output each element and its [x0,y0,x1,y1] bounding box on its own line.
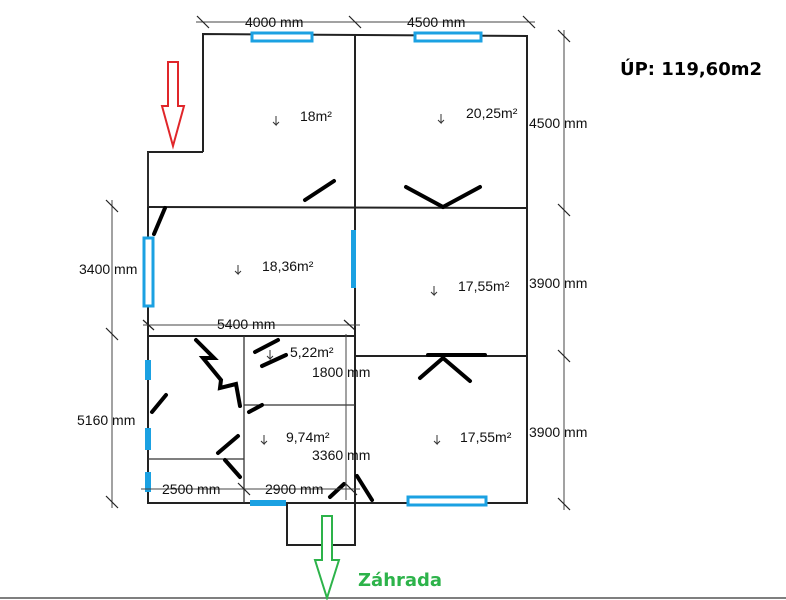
doors [150,179,487,502]
dim-left-bottom: 5160 mm [77,412,135,428]
dim-right-middle: 3900 mm [529,275,587,291]
dim-top-left: 4000 mm [245,14,303,30]
window-middle-wall [351,230,356,288]
dim-right-top: 4500 mm [529,115,587,131]
window-bottom-small [250,500,286,506]
garden-label: Záhrada [358,570,442,591]
room-markers [234,114,445,446]
dim-top-right: 4500 mm [407,14,465,30]
window-top-right [413,31,483,43]
dim-bath-height: 3360 mm [312,447,370,463]
dim-small-room-height: 1800 mm [312,364,370,380]
room-area-7: 17,55m² [460,429,512,445]
window-bottom-right [406,495,488,507]
window-left-small-2 [145,428,151,450]
window-left-small-3 [145,472,151,492]
walls [0,32,786,599]
dim-bottom-middle: 2900 mm [265,481,323,497]
dim-right-bottom: 3900 mm [529,424,587,440]
room-area-6: 9,74m² [286,429,330,445]
room-area-2: 20,25m² [466,105,518,121]
dimension-lines [105,15,571,511]
windows [142,31,488,507]
dim-left-middle: 3400 mm [79,261,137,277]
room-area-5: 5,22m² [290,344,334,360]
garden-arrow-icon [313,515,341,600]
window-left-small-1 [145,360,151,380]
staircase [194,338,242,408]
room-area-4: 17,55m² [458,278,510,294]
total-area: ÚP: 119,60m2 [620,58,762,80]
room-area-1: 18m² [300,108,332,124]
window-left-living [142,236,155,308]
dim-bottom-left: 2500 mm [162,481,220,497]
window-top-left [250,31,314,43]
room-area-3: 18,36m² [262,258,314,274]
dim-middle-width: 5400 mm [217,316,275,332]
entrance-arrow-icon [160,61,186,150]
